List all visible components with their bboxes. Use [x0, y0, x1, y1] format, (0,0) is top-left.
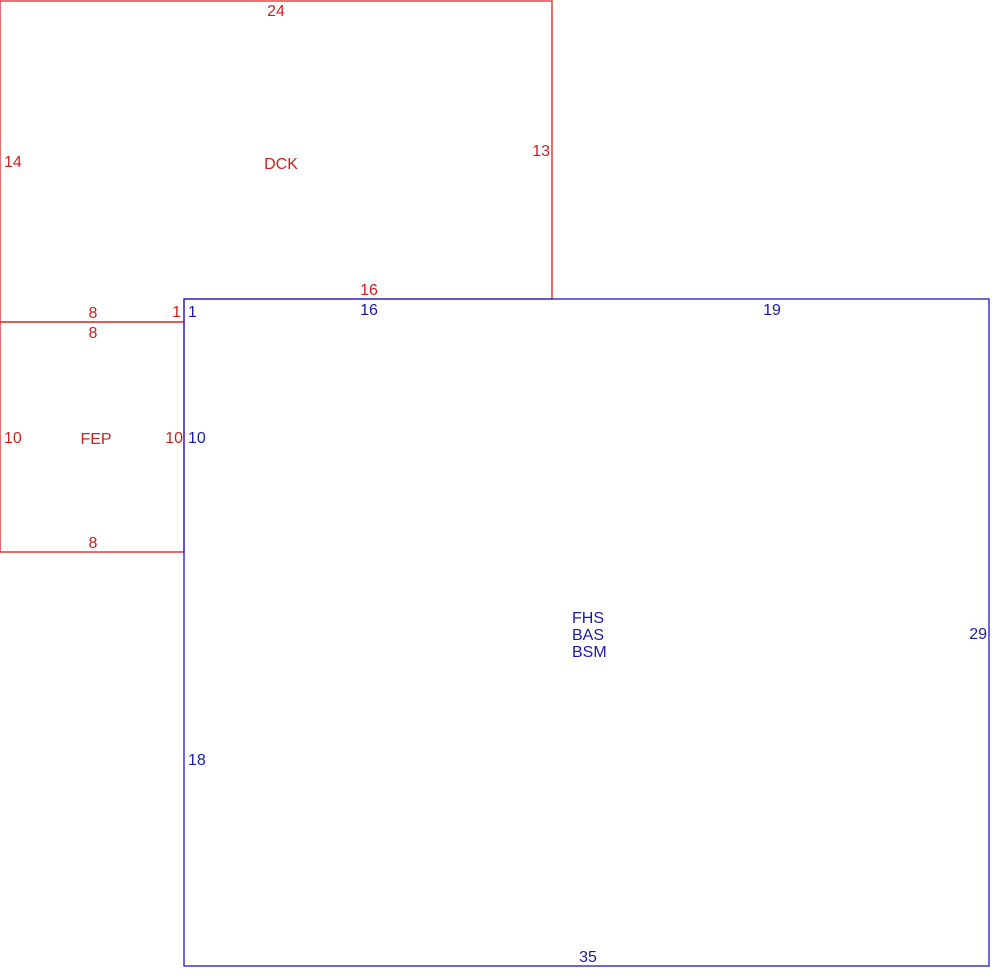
main-top-mid-dimension: 16 — [360, 302, 378, 319]
main-left-lower-dimension: 18 — [188, 752, 206, 769]
dck-top-dimension: 24 — [267, 3, 285, 20]
dck-right-dimension: 13 — [532, 143, 550, 160]
main-area-outline — [183, 298, 990, 967]
main-corner-dimension: 1 — [188, 304, 197, 321]
main-area-label-bsm: BSM — [572, 644, 607, 661]
main-left-upper-dimension: 10 — [188, 430, 206, 447]
fep-right-dimension: 10 — [165, 430, 183, 447]
main-area-label-fhs: FHS — [572, 610, 604, 627]
dck-corner-dimension: 1 — [172, 304, 181, 321]
fep-label: FEP — [80, 431, 111, 448]
main-top-right-dimension: 19 — [763, 302, 781, 319]
dck-bottom-dimension: 16 — [360, 282, 378, 299]
fep-bottom-dimension: 8 — [89, 535, 98, 552]
main-area-label-bas: BAS — [572, 627, 604, 644]
main-bottom-dimension: 35 — [579, 949, 597, 966]
fep-left-dimension: 10 — [4, 430, 22, 447]
dck-label: DCK — [264, 156, 298, 173]
fep-top-dimension: 8 — [89, 325, 98, 342]
dck-lower-left-dimension: 8 — [89, 305, 98, 322]
main-right-dimension: 29 — [969, 626, 987, 643]
dck-left-dimension: 14 — [4, 154, 22, 171]
